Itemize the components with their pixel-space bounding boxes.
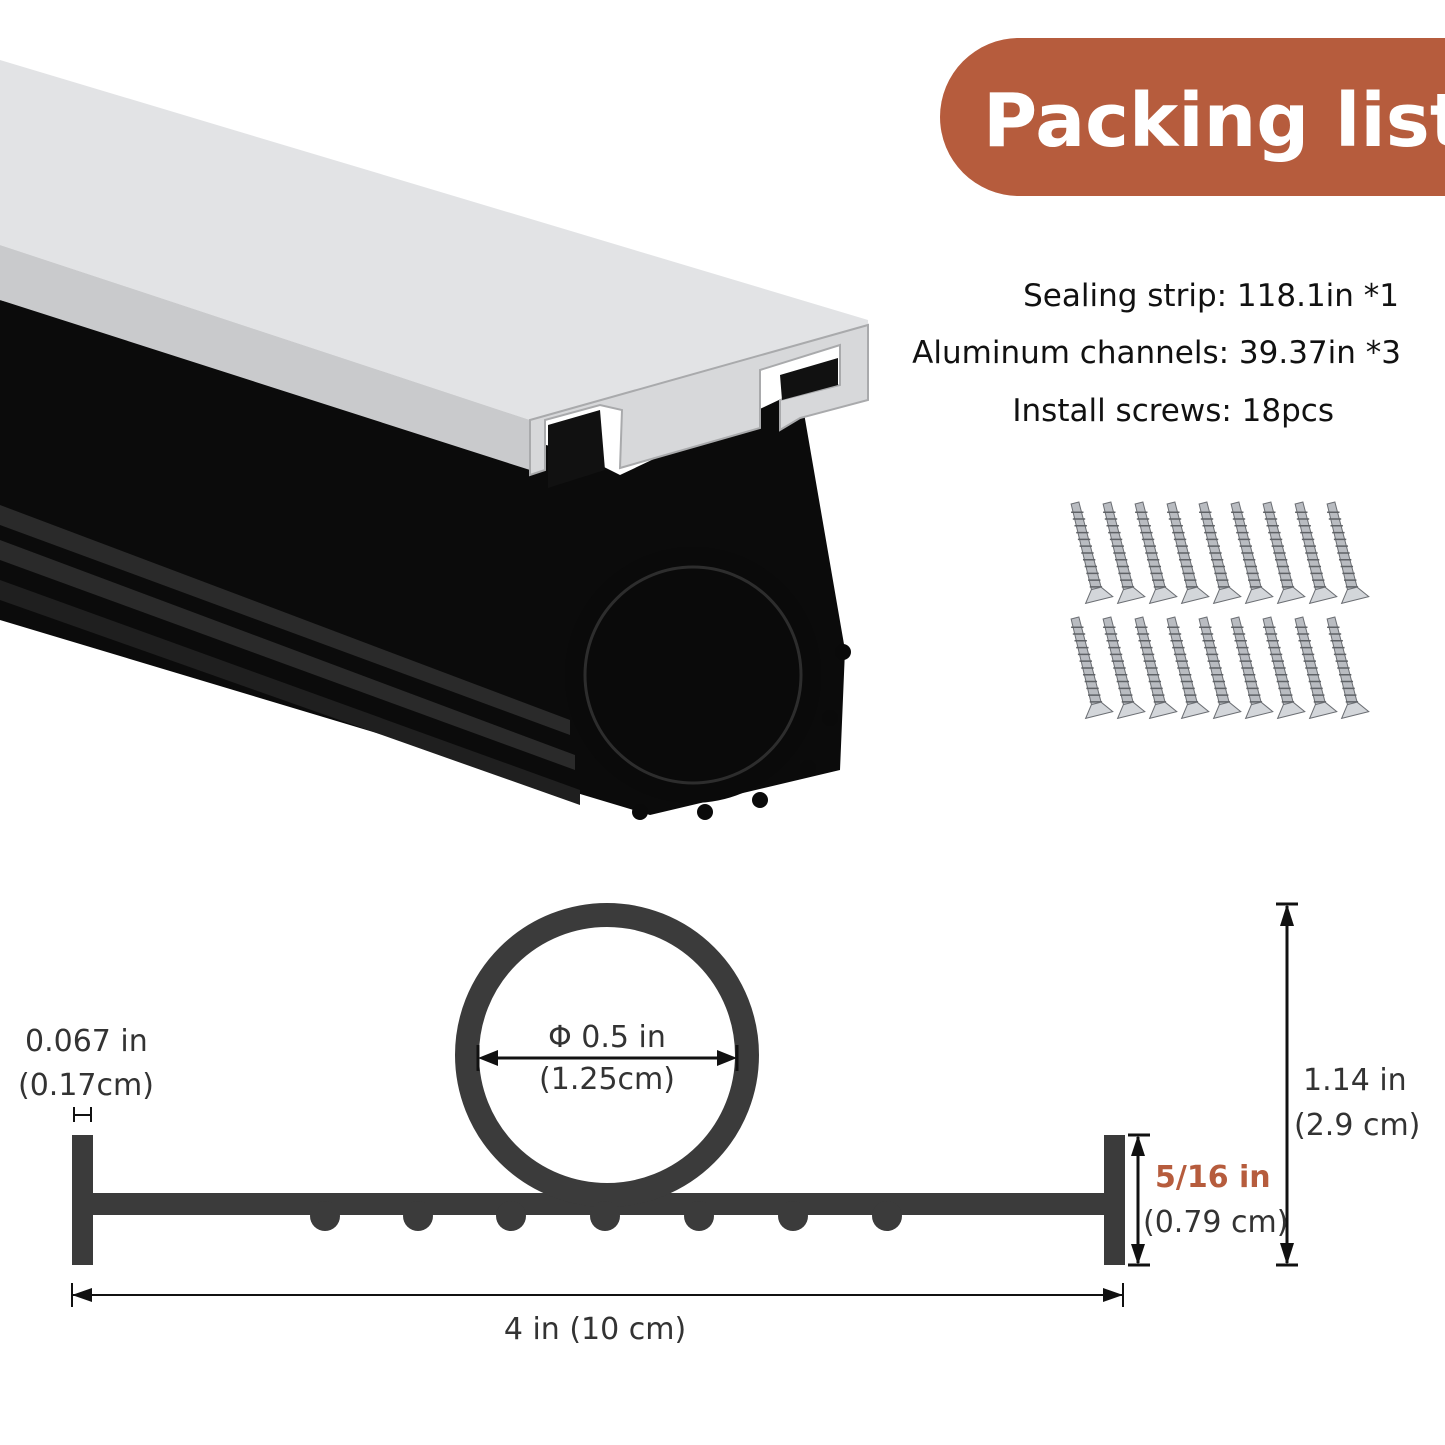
rubber-bump — [752, 792, 768, 808]
profile-bump — [778, 1201, 808, 1231]
profile-bump — [590, 1201, 620, 1231]
screw-icon — [1326, 501, 1370, 605]
packing-list-title: Packing list — [983, 78, 1445, 164]
thickness-label-in: 0.067 in — [25, 1024, 148, 1059]
arrow-head — [1131, 1135, 1145, 1156]
profile-left-flange — [72, 1135, 93, 1265]
rubber-bump — [835, 644, 851, 660]
screw-icon — [1326, 616, 1370, 720]
profile-bulb — [455, 903, 759, 1207]
screw-icon — [1262, 501, 1306, 605]
rubber-bump — [800, 760, 816, 776]
arrow-head — [1280, 904, 1294, 926]
screw-icon — [1294, 616, 1338, 720]
rubber-bulb-ring — [583, 565, 803, 785]
cross-section-diagram — [71, 902, 1298, 1307]
screw-icon — [1262, 616, 1306, 720]
arrow-head — [717, 1050, 737, 1066]
screw-icon — [1166, 501, 1210, 605]
profile-bumps — [310, 1201, 902, 1231]
screw-icon — [1230, 501, 1274, 605]
diameter-label-cm: (1.25cm) — [539, 1062, 675, 1097]
packing-item-sealing-strip: Sealing strip: 118.1in *1 — [1023, 278, 1399, 314]
screw-icon — [1134, 616, 1178, 720]
thickness-label-cm: (0.17cm) — [18, 1068, 154, 1103]
rubber-bulb-outer — [565, 547, 821, 803]
screws-image — [1070, 501, 1370, 720]
arrow-head — [1103, 1288, 1123, 1302]
aluminum-channel-front — [529, 323, 869, 477]
profile-bump — [403, 1201, 433, 1231]
width-label: 4 in (10 cm) — [503, 1312, 687, 1347]
screw-icon — [1102, 501, 1146, 605]
screw-icon — [1198, 501, 1242, 605]
rubber-bump — [697, 804, 713, 820]
profile-bump — [310, 1201, 340, 1231]
profile-bump — [496, 1201, 526, 1231]
arrow-head — [1131, 1244, 1145, 1265]
packing-list-badge — [940, 38, 1445, 196]
aluminum-channel-top — [0, 60, 868, 420]
arrow-head — [478, 1050, 498, 1066]
profile-bump — [684, 1201, 714, 1231]
rubber-seal-ridge — [0, 505, 570, 735]
total-height-label-cm: (2.9 cm) — [1294, 1108, 1421, 1143]
packing-item-install-screws: Install screws: 18pcs — [1012, 393, 1334, 429]
aluminum-channel-face — [0, 245, 530, 470]
total-height-label-in: 1.14 in — [1303, 1063, 1407, 1098]
aluminum-slot — [548, 410, 605, 488]
screw-icon — [1070, 616, 1114, 720]
packing-item-aluminum-channels: Aluminum channels: 39.37in *3 — [912, 335, 1401, 371]
screw-icon — [1294, 501, 1338, 605]
screw-icon — [1102, 616, 1146, 720]
profile-bump — [872, 1201, 902, 1231]
aluminum-slot — [780, 358, 838, 400]
screw-icon — [1134, 501, 1178, 605]
screw-icon — [1198, 616, 1242, 720]
diameter-label-in: Φ 0.5 in — [548, 1020, 666, 1055]
rubber-seal-ridge — [0, 540, 575, 770]
screw-icon — [1230, 616, 1274, 720]
flange-height-label-cm: (0.79 cm) — [1143, 1205, 1289, 1240]
rubber-bump — [822, 710, 838, 726]
arrow-head — [72, 1288, 92, 1302]
rubber-seal-ridge — [0, 580, 580, 805]
product-render — [0, 60, 869, 820]
rubber-bump — [632, 804, 648, 820]
flange-height-label-in: 5/16 in — [1155, 1160, 1271, 1195]
profile-right-flange — [1104, 1135, 1125, 1265]
screw-icon — [1166, 616, 1210, 720]
screw-icon — [1070, 501, 1114, 605]
arrow-head — [1280, 1243, 1294, 1265]
